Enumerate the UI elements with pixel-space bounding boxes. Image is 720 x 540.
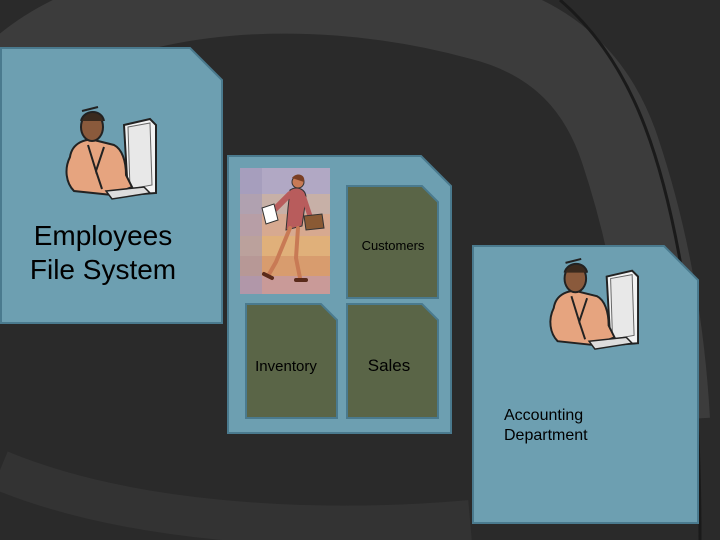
office-worker-icon bbox=[549, 258, 639, 350]
sales-tile: Sales bbox=[346, 303, 440, 419]
accounting-title-line1: Accounting bbox=[504, 407, 584, 424]
office-worker-icon bbox=[65, 106, 157, 200]
background-arc-bottom bbox=[0, 451, 472, 540]
sales-label: Sales bbox=[367, 356, 411, 375]
inventory-label: Inventory bbox=[255, 358, 317, 375]
employees-card: Employees File System bbox=[0, 47, 224, 324]
accounting-card-shape bbox=[472, 245, 699, 524]
businesswoman-walking-icon bbox=[240, 168, 330, 294]
accounting-card: Accounting Department bbox=[472, 245, 700, 524]
departments-card: Customers Inventory Sales bbox=[227, 155, 453, 434]
employees-title-line2: File System bbox=[29, 254, 177, 286]
customers-label: Customers bbox=[361, 238, 425, 253]
inventory-tile: Inventory bbox=[245, 303, 339, 419]
employees-title-line1: Employees bbox=[33, 220, 173, 251]
sales-tile-shape bbox=[346, 303, 439, 419]
customers-tile: Customers bbox=[346, 185, 440, 299]
inventory-tile-shape bbox=[245, 303, 338, 419]
accounting-title-line2: Department bbox=[504, 426, 588, 444]
customers-tile-shape bbox=[346, 185, 439, 299]
